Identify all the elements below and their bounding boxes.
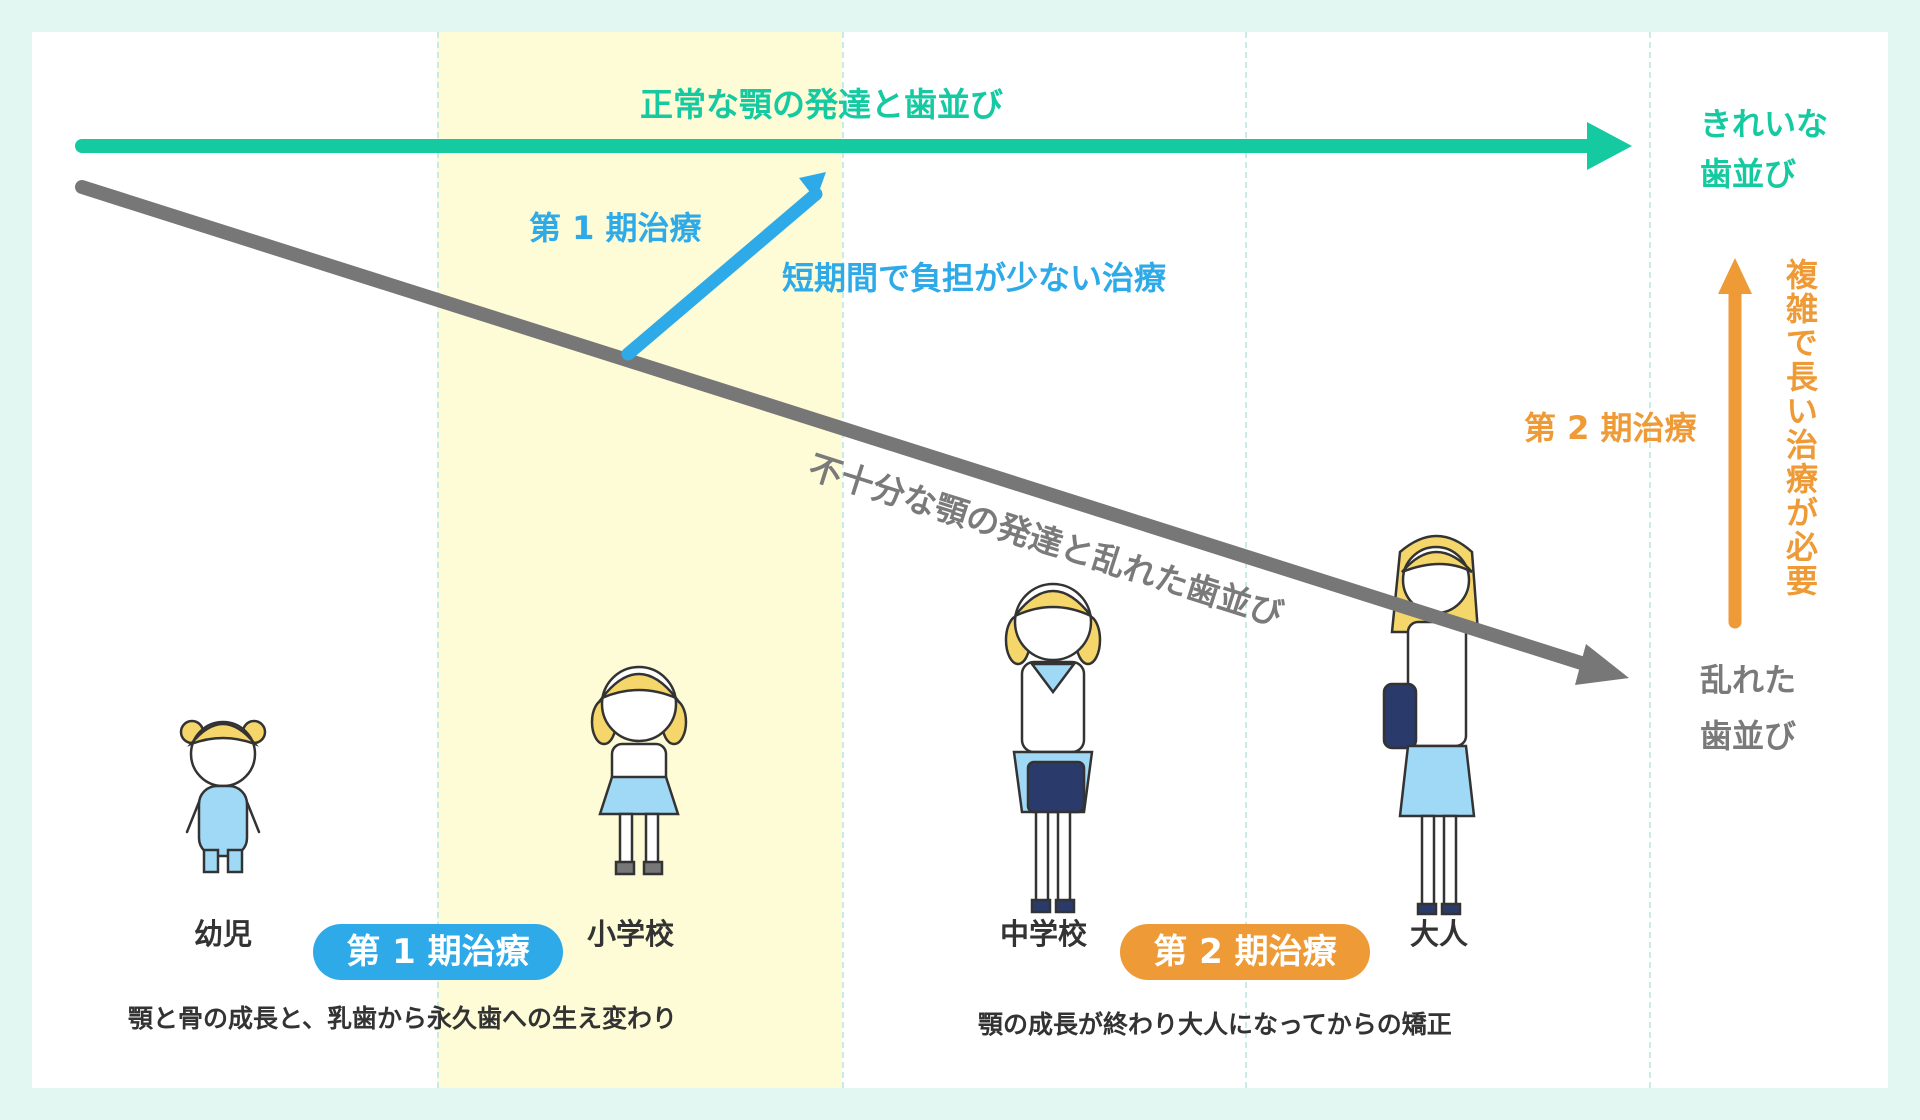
- phase2-treatment-arrow: [1718, 258, 1752, 629]
- right-caption: 顎の成長が終わり大人になってからの矯正: [978, 1010, 1452, 1039]
- phase1-pill: 第 1 期治療: [313, 924, 563, 980]
- infant-illustration: [179, 719, 267, 874]
- phase2-description: 複雑で長い治療が必要: [1781, 258, 1819, 598]
- phase2-pill: 第 2 期治療: [1120, 924, 1370, 980]
- grid-line: [842, 32, 844, 1088]
- grid-line: [1649, 32, 1651, 1088]
- arrows-layer: [75, 122, 1752, 685]
- diagram-canvas: 正常な顎の発達と歯並び 不十分な顎の発達と乱れた歯並び 第 1 期治療 短期間で…: [32, 32, 1888, 1088]
- good-outcome-line2: 歯並び: [1700, 155, 1797, 193]
- illustrations-layer: [179, 534, 1480, 916]
- phase1-treatment-arrow: [621, 172, 826, 361]
- stage-infant-label: 幼児: [194, 917, 253, 951]
- stage-middle-label: 中学校: [1000, 917, 1088, 951]
- poor-development-arrow: [75, 180, 1629, 685]
- grid-line: [437, 32, 439, 1088]
- phase1-description: 短期間で負担が少ない治療: [782, 259, 1167, 297]
- phase1-period-highlight: [437, 32, 842, 1088]
- middle-school-student-illustration: [1004, 582, 1102, 914]
- phase2-arrow-label: 第 2 期治療: [1524, 409, 1697, 447]
- good-outcome-line1: きれいな: [1700, 105, 1829, 143]
- stage-elementary-label: 小学校: [587, 917, 675, 951]
- normal-development-arrow: [75, 122, 1632, 170]
- elementary-student-illustration: [590, 665, 688, 876]
- phase1-arrow-label: 第 1 期治療: [529, 209, 702, 247]
- bad-outcome-line2: 歯並び: [1700, 717, 1797, 755]
- left-caption: 顎と骨の成長と、乳歯から永久歯への生え変わり: [128, 1004, 678, 1033]
- stage-adult-label: 大人: [1410, 917, 1469, 951]
- normal-development-label: 正常な顎の発達と歯並び: [640, 85, 1003, 124]
- bad-outcome-line1: 乱れた: [1700, 661, 1797, 699]
